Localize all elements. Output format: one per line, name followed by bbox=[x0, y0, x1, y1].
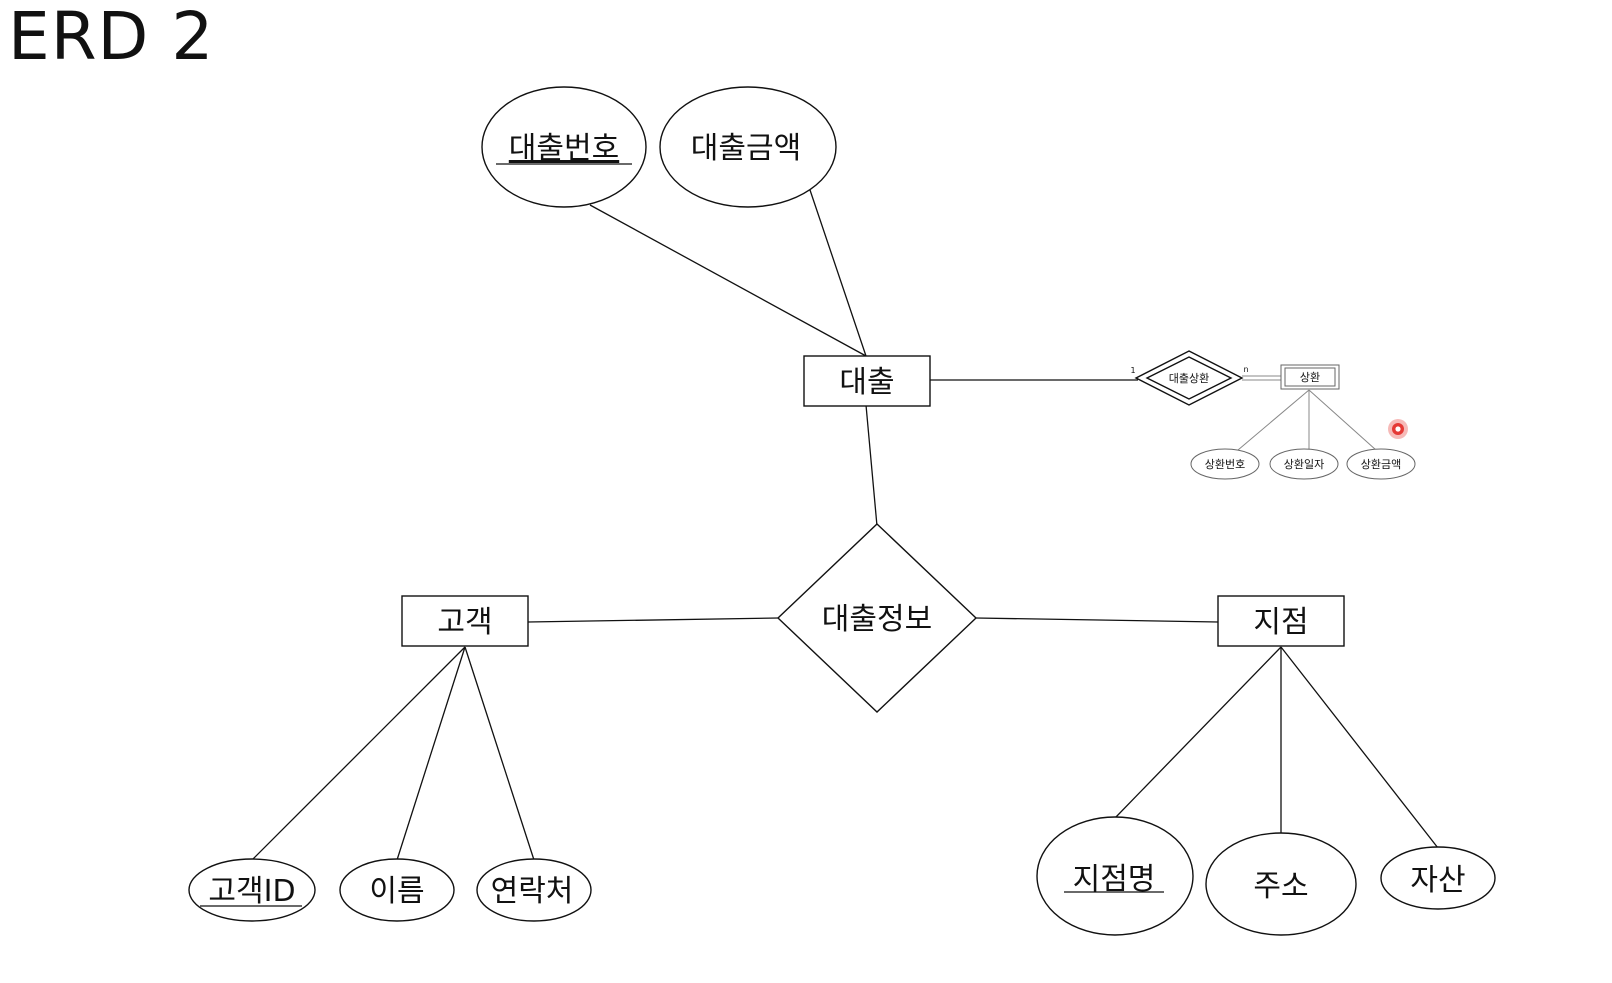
attr-repayment-number-label: 상환번호 bbox=[1205, 458, 1245, 471]
attr-repayment-amount-label: 상환금액 bbox=[1361, 458, 1401, 471]
rel-loan-info[interactable]: 대출정보 bbox=[776, 523, 978, 713]
connector-lines bbox=[251, 189, 1439, 861]
cardinality-loan-side: 1 bbox=[1130, 366, 1135, 375]
attr-assets[interactable]: 자산 bbox=[1380, 846, 1496, 910]
attr-contact[interactable]: 연락처 bbox=[476, 858, 592, 922]
entity-repayment[interactable]: 상환 bbox=[1280, 364, 1340, 390]
rel-loan-info-label: 대출정보 bbox=[822, 602, 932, 637]
entity-branch-label: 지점 bbox=[1253, 605, 1308, 640]
attr-repayment-amount[interactable]: 상환금액 bbox=[1346, 448, 1416, 480]
attr-branch-name-label: 지점명 bbox=[1073, 862, 1156, 897]
rel-loan-repayment-label: 대출상환 bbox=[1169, 372, 1209, 385]
entity-loan-label: 대출 bbox=[839, 365, 894, 400]
attr-loan-amount-label: 대출금액 bbox=[691, 131, 801, 166]
attr-loan-amount[interactable]: 대출금액 bbox=[659, 86, 837, 208]
attr-loan-number[interactable]: 대출번호 bbox=[481, 86, 647, 208]
attr-repayment-date-label: 상환일자 bbox=[1284, 457, 1324, 471]
attr-branch-name[interactable]: 지점명 bbox=[1036, 816, 1194, 936]
entity-customer-label: 고객 bbox=[437, 605, 492, 640]
entity-loan[interactable]: 대출 bbox=[803, 355, 931, 407]
attr-name-label: 이름 bbox=[369, 874, 424, 909]
cursor-marker bbox=[1388, 419, 1408, 439]
attr-repayment-date[interactable]: 상환일자 bbox=[1269, 448, 1339, 480]
rel-loan-repayment[interactable]: 대출상환 bbox=[1134, 350, 1244, 406]
page-title: ERD 2 bbox=[8, 0, 215, 75]
attr-contact-label: 연락처 bbox=[491, 874, 574, 909]
attr-address-label: 주소 bbox=[1253, 869, 1308, 904]
attr-address[interactable]: 주소 bbox=[1205, 832, 1357, 936]
attr-repayment-number[interactable]: 상환번호 bbox=[1190, 448, 1260, 480]
attr-loan-number-label: 대출번호 bbox=[509, 131, 619, 166]
attr-assets-label: 자산 bbox=[1410, 863, 1465, 898]
entity-repayment-label: 상환 bbox=[1300, 371, 1320, 384]
attr-name[interactable]: 이름 bbox=[339, 858, 455, 922]
cardinality-repayment-side: n bbox=[1243, 365, 1248, 374]
attr-customer-id-label: 고객ID bbox=[208, 874, 295, 909]
entity-customer[interactable]: 고객 bbox=[401, 595, 529, 647]
attr-customer-id[interactable]: 고객ID bbox=[188, 858, 316, 922]
entity-branch[interactable]: 지점 bbox=[1217, 595, 1345, 647]
